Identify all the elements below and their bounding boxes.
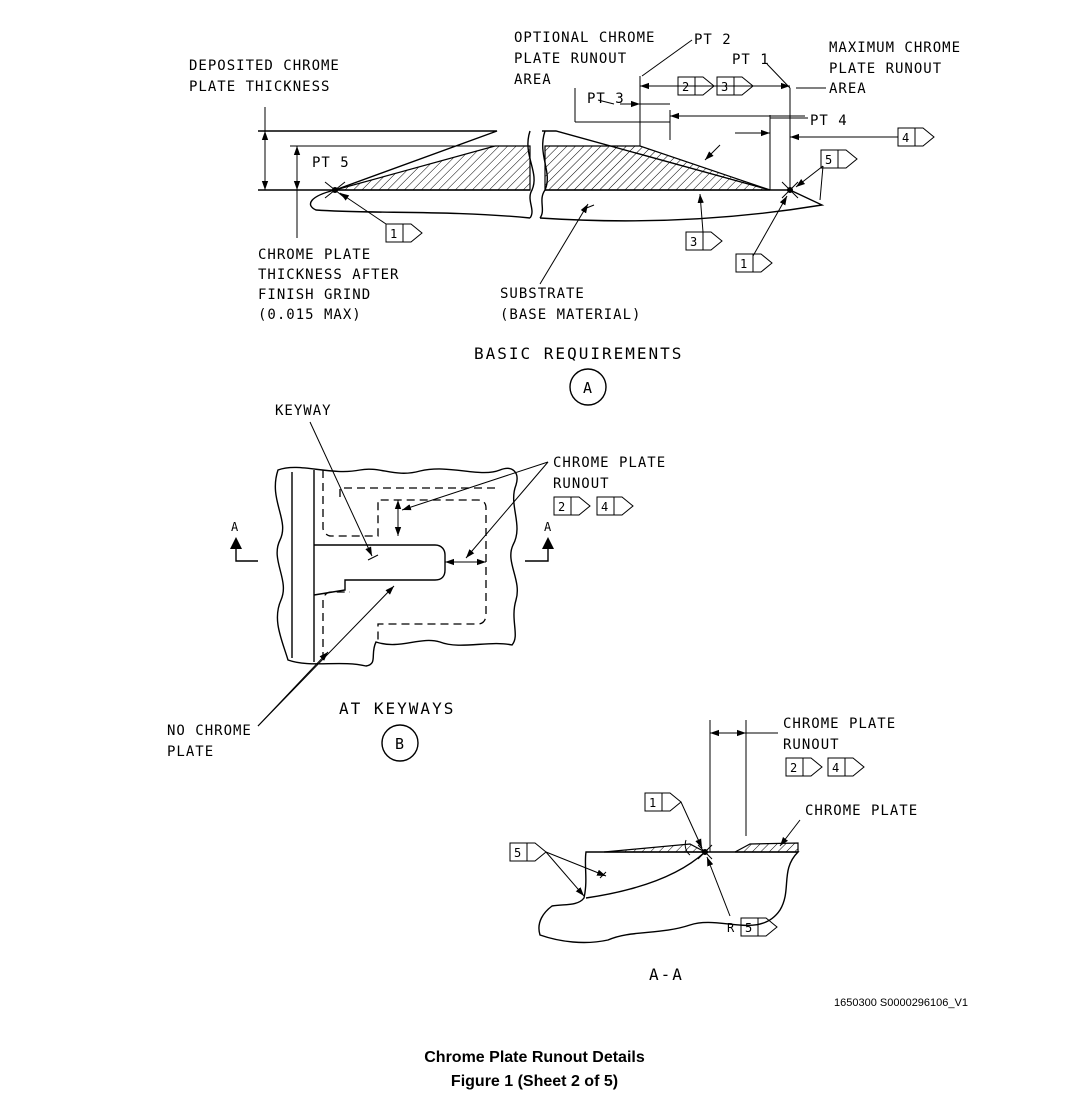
section-substrate-outline (538, 851, 800, 944)
pt5-callout: PT 5 (312, 155, 387, 225)
optional-runout-label-3: AREA (514, 72, 552, 88)
section-runout-label-1: CHROME PLATE (783, 716, 896, 732)
view-a-flags: 2 3 4 5 1 (385, 76, 935, 273)
view-a-circle-label: A (583, 379, 592, 397)
flag-3: 3 (716, 76, 754, 96)
section-title: A-A (649, 965, 684, 984)
svg-text:2: 2 (682, 80, 689, 94)
svg-text:1: 1 (390, 227, 397, 241)
view-a-basic-requirements: PT 5 DEPOSITED CHROME PLATE THICKNESS CH… (189, 30, 961, 406)
chrome-deposit-left (334, 145, 531, 191)
view-a-profile (258, 130, 825, 222)
optional-runout-label-2: PLATE RUNOUT (514, 51, 627, 67)
after-grind-label-3: FINISH GRIND (258, 287, 371, 303)
svg-text:4: 4 (601, 500, 608, 514)
thickness-dimensions (261, 107, 500, 238)
pt2-label: PT 2 (694, 32, 732, 48)
pt1-marker (781, 181, 799, 199)
svg-text:4: 4 (832, 761, 839, 775)
no-chrome-label-1: NO CHROME (167, 723, 252, 739)
view-b-title: AT KEYWAYS (339, 699, 455, 718)
keyway-runout-label-1: CHROME PLATE (553, 455, 666, 471)
svg-text:1: 1 (740, 257, 747, 271)
svg-text:A: A (231, 520, 239, 534)
no-chrome-label-2: PLATE (167, 744, 214, 760)
section-arrow-right: A (525, 520, 554, 562)
chrome-deposit-right (544, 145, 771, 191)
after-grind-label-4: (0.015 MAX) (258, 307, 362, 323)
pt5-label: PT 5 (312, 155, 350, 171)
svg-text:3: 3 (721, 80, 728, 94)
section-runout-label-2: RUNOUT (783, 737, 840, 753)
section-flag-r5: 5 (740, 917, 778, 937)
runout-boundary (322, 470, 487, 642)
section-a-a: CHROME PLATE RUNOUT 2 4 CHROME PLATE 1 5 (509, 716, 918, 984)
section-flag-4: 4 (827, 757, 865, 777)
section-flag-1: 1 (644, 792, 682, 812)
svg-text:A: A (544, 520, 552, 534)
svg-text:2: 2 (558, 500, 565, 514)
keyway-flag-2: 2 (553, 496, 591, 516)
after-grind-label-2: THICKNESS AFTER (258, 267, 399, 283)
deposited-top-line (258, 130, 498, 191)
break-line-left (527, 130, 535, 219)
maximum-runout-label-2: PLATE RUNOUT (829, 61, 942, 77)
flag-1-right: 1 (735, 253, 773, 273)
break-line-right (539, 130, 549, 219)
keyway-flag-4: 4 (596, 496, 634, 516)
svg-text:5: 5 (825, 153, 832, 167)
pt3-label: PT 3 (587, 91, 625, 107)
svg-text:2: 2 (790, 761, 797, 775)
after-grind-label-1: CHROME PLATE (258, 247, 371, 263)
view-a-title: BASIC REQUIREMENTS (474, 344, 683, 363)
flag-1-left: 1 (385, 223, 423, 243)
maximum-runout-label-1: MAXIMUM CHROME (829, 40, 961, 56)
view-b-circle (381, 724, 419, 762)
flag-5: 5 (820, 149, 858, 169)
svg-text:4: 4 (902, 131, 909, 145)
svg-text:1: 1 (649, 796, 656, 810)
pt4-label: PT 4 (810, 113, 848, 129)
keyway-part-outline (274, 466, 518, 667)
substrate-label-1: SUBSTRATE (500, 286, 585, 302)
keyway-runout-label-2: RUNOUT (553, 476, 610, 492)
svg-text:5: 5 (514, 846, 521, 860)
maximum-runout-label-3: AREA (829, 81, 867, 97)
view-b-at-keyways: KEYWAY CHROME PLATE RUNOUT 2 4 A A NO C (167, 403, 666, 762)
substrate-label-2: (BASE MATERIAL) (500, 307, 641, 323)
svg-text:3: 3 (690, 235, 697, 249)
pt1-label: PT 1 (732, 52, 770, 68)
drawing-reference-number: 1650300 S0000296106_V1 (834, 997, 968, 1009)
keyway-slot (313, 544, 446, 596)
deposited-label-1: DEPOSITED CHROME (189, 58, 340, 74)
flag-4: 4 (897, 127, 935, 147)
figure-caption-number: Figure 1 (Sheet 2 of 5) (450, 1073, 619, 1090)
optional-runout-label-1: OPTIONAL CHROME (514, 30, 655, 46)
flag-3-lower: 3 (685, 231, 723, 251)
svg-text:5: 5 (745, 921, 752, 935)
keyway-label: KEYWAY (275, 403, 332, 419)
section-flag-2: 2 (785, 757, 823, 777)
deposited-label-2: PLATE THICKNESS (189, 79, 330, 95)
section-arrow-left: A (230, 520, 258, 562)
section-chrome-plate (603, 843, 706, 853)
view-a-circle (569, 368, 607, 406)
section-r-label: R (727, 921, 735, 935)
section-flag-5: 5 (509, 842, 547, 862)
figure-caption-title: Chrome Plate Runout Details (424, 1049, 645, 1066)
flag-2: 2 (677, 76, 715, 96)
view-b-circle-label: B (395, 735, 404, 753)
section-chrome-plate-label: CHROME PLATE (805, 803, 918, 819)
